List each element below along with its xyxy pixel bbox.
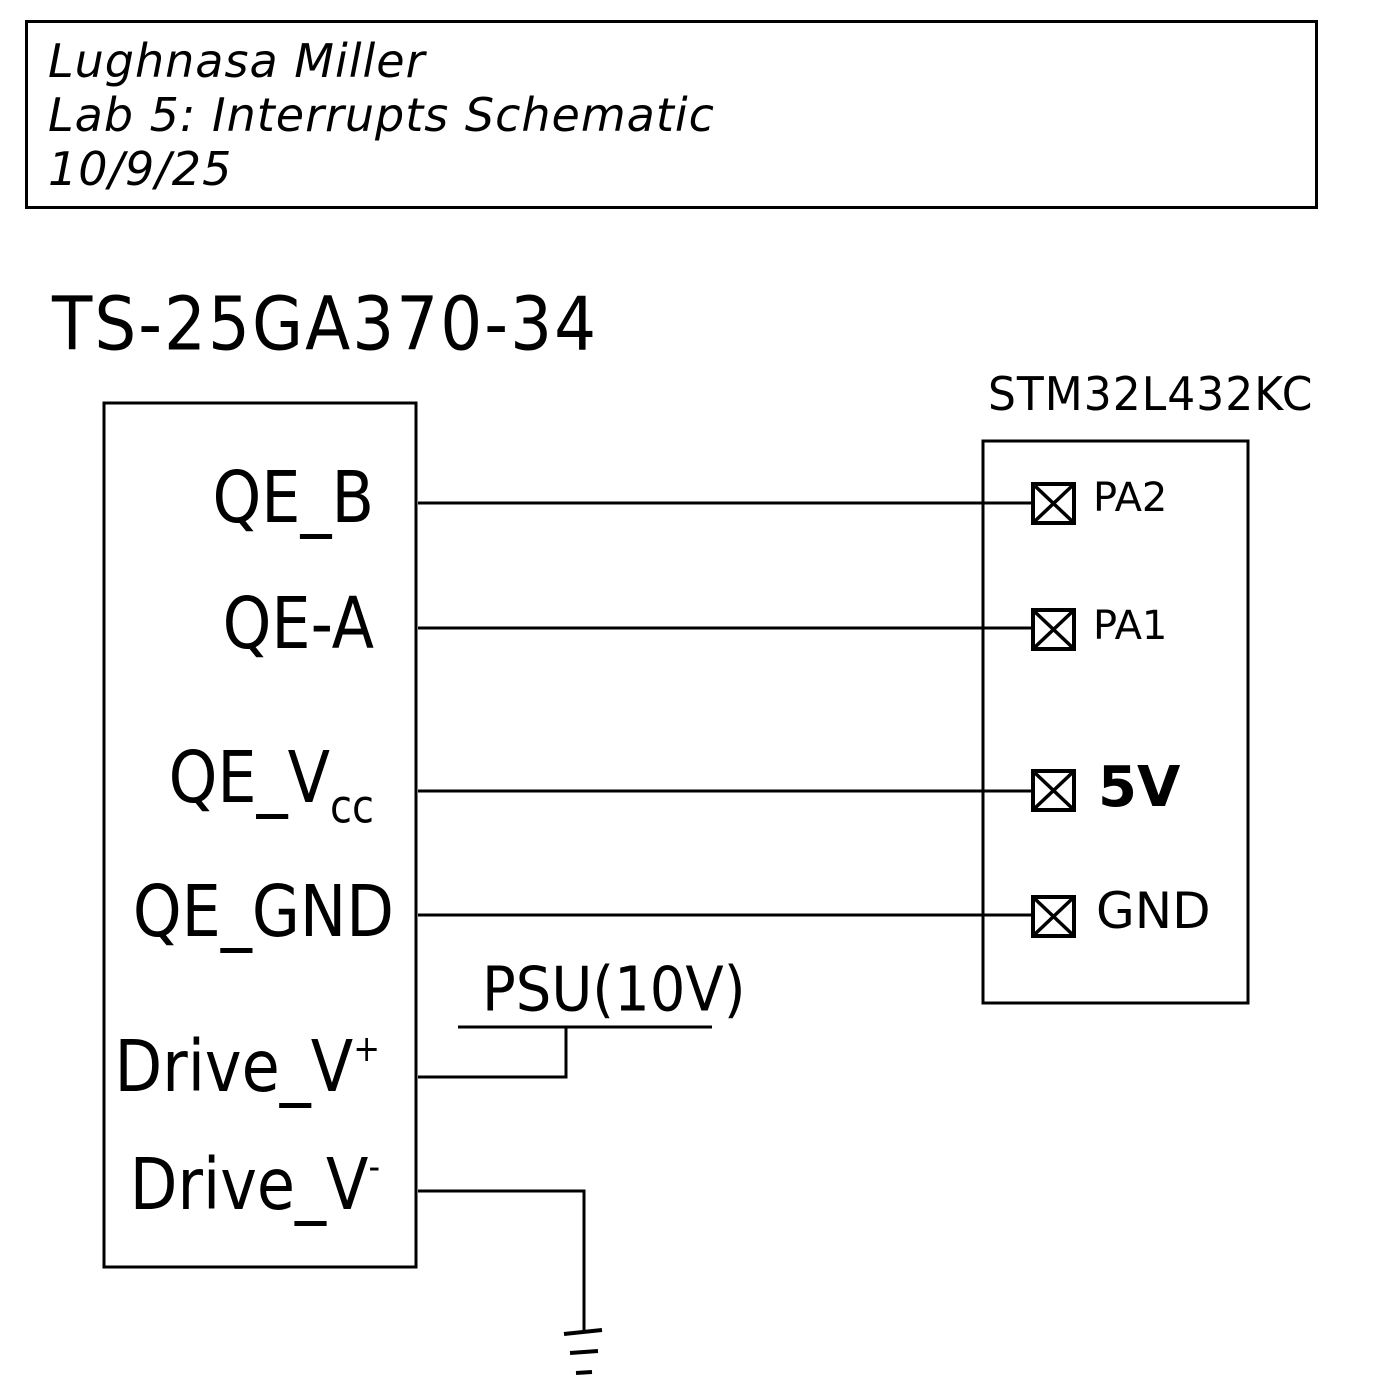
wire-drive-vminus-ground	[418, 1189, 586, 1332]
pin-marker-icon	[1031, 769, 1076, 812]
motor-pin-qe-b: QE_B	[212, 455, 374, 540]
ground-icon	[563, 1328, 603, 1375]
vcc-subscript: cc	[330, 781, 374, 834]
pin-marker-icon	[1031, 608, 1076, 651]
mcu-box	[981, 439, 1250, 1005]
mcu-pin-5v: 5V	[1098, 755, 1181, 820]
motor-pin-drive-vplus: Drive_V+	[90, 1030, 380, 1102]
drive-vminus-sup: -	[368, 1144, 380, 1189]
qe-vcc-label: QE_V	[168, 735, 331, 820]
wire-drive-vplus-psu	[418, 1027, 568, 1079]
motor-pin-qe-gnd: QE_GND	[132, 869, 394, 954]
title-block	[25, 20, 1318, 209]
motor-box	[102, 401, 418, 1269]
lab-title: Lab 5: Interrupts Schematic	[48, 88, 715, 142]
drive-vminus-label: Drive_V	[129, 1142, 369, 1227]
mcu-part-number: STM32L432KC	[988, 367, 1314, 422]
motor-pin-qe-vcc: QE_Vcc	[84, 741, 374, 834]
mcu-pin-gnd: GND	[1096, 882, 1211, 940]
motor-pin-qe-a: QE-A	[222, 581, 374, 666]
drive-vplus-sup: +	[353, 1026, 380, 1071]
pin-marker-icon	[1031, 895, 1076, 938]
motor-pin-drive-vminus: Drive_V-	[90, 1148, 380, 1220]
mcu-pin-pa2: PA2	[1093, 475, 1168, 521]
drive-vplus-label: Drive_V	[114, 1024, 354, 1109]
motor-part-number: TS-25GA370-34	[52, 281, 599, 368]
pin-marker-icon	[1031, 482, 1076, 525]
mcu-pin-pa1: PA1	[1093, 603, 1168, 649]
author-name: Lughnasa Miller	[48, 34, 426, 88]
date-label: 10/9/25	[48, 142, 233, 196]
psu-label: PSU(10V)	[482, 954, 746, 1026]
